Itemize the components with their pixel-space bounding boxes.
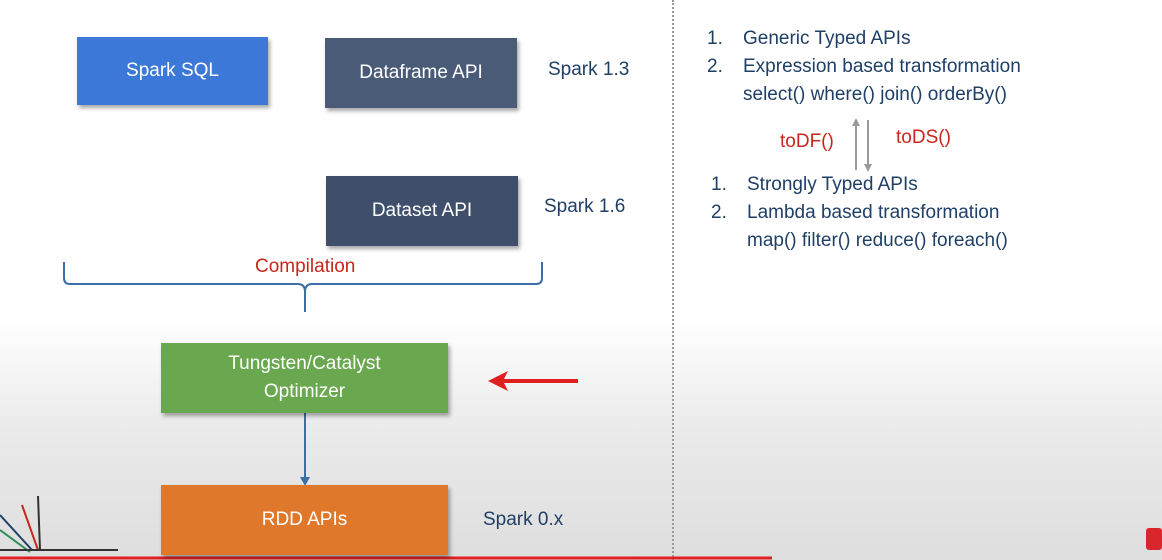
spark-0x-label: Spark 0.x [483,509,564,530]
spark-sql-label: Spark SQL [126,60,219,81]
dataset-feature-list: 1. Strongly Typed APIs 2. Lambda based t… [711,171,1008,255]
todf-label: toDF() [780,131,834,152]
logo-icon [0,495,118,553]
dataframe-feature-list: 1. Generic Typed APIs 2. Expression base… [707,25,1021,109]
compilation-label: Compilation [255,256,356,277]
dataset-api-box: Dataset API [326,176,518,246]
dataframe-methods: select() where() join() orderBy() [743,84,1007,105]
compilation-brace [63,262,543,312]
optimizer-box: Tungsten/Catalyst Optimizer [161,343,448,413]
corner-tab [1146,528,1162,550]
tods-label: toDS() [896,127,951,148]
spark-16-label: Spark 1.6 [544,196,626,217]
rdd-apis-box: RDD APIs [161,485,448,555]
optimizer-label-line2: Optimizer [263,381,346,402]
dataframe-api-label: Dataframe API [359,62,483,83]
rdd-apis-label: RDD APIs [261,509,348,530]
dataset-methods: map() filter() reduce() foreach() [747,230,1008,251]
list-item: 2. Lambda based transformation [711,202,1000,223]
dataset-api-label: Dataset API [371,200,473,221]
list-item: 2. Expression based transformation [707,56,1021,77]
optimizer-label-line1: Tungsten/Catalyst [228,353,381,374]
section-divider [672,0,674,560]
list-item: 1. Strongly Typed APIs [711,174,918,195]
list-item: 1. Generic Typed APIs [707,28,911,49]
dataframe-api-box: Dataframe API [325,38,517,108]
spark-sql-box: Spark SQL [77,37,268,105]
spark-13-label: Spark 1.3 [548,59,630,80]
